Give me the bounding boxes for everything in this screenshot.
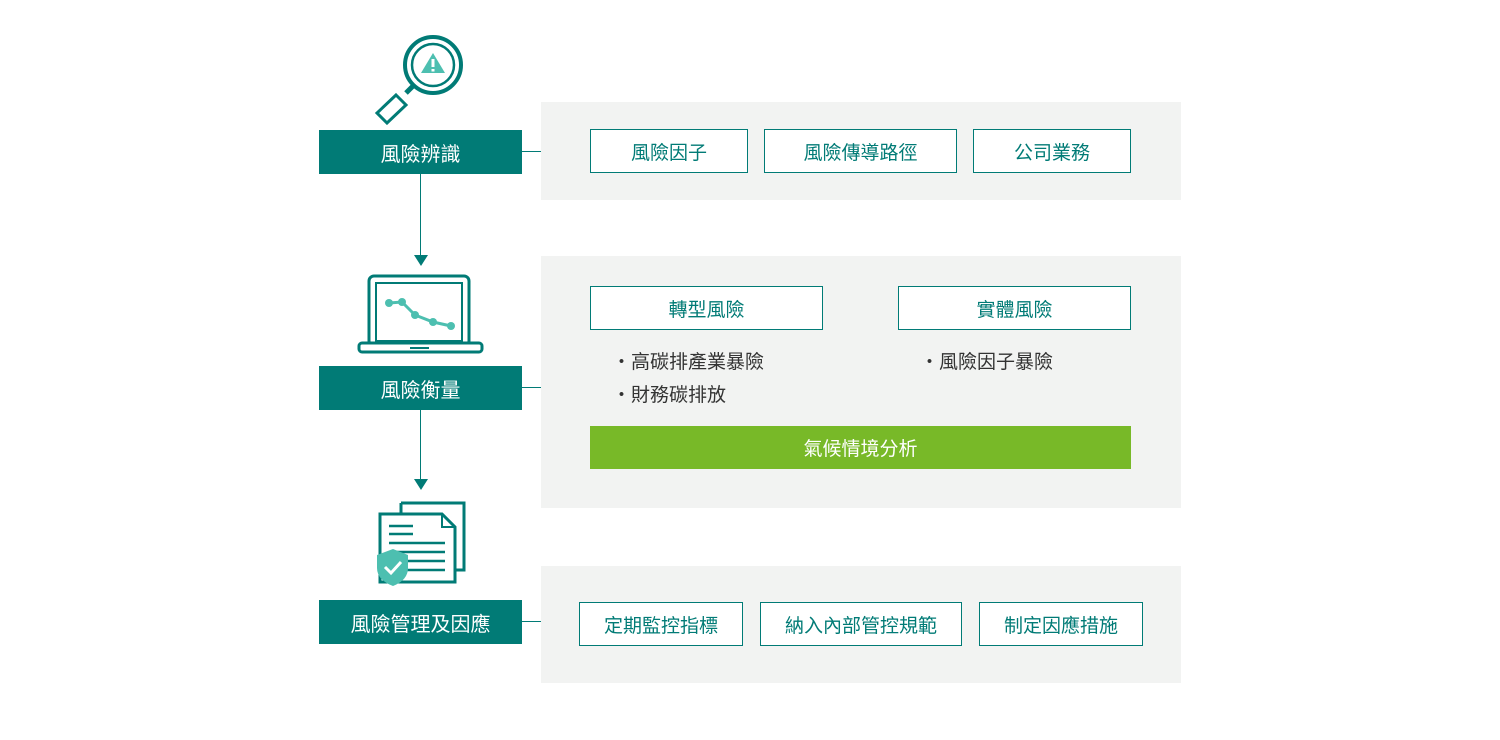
connector-line — [522, 151, 541, 152]
step-risk-measurement: 風險衡量 — [319, 366, 522, 410]
item-monitor-indicators: 定期監控指標 — [579, 602, 743, 646]
laptop-chart-icon — [357, 274, 484, 354]
bullet-item: ・風險因子暴險 — [920, 351, 1054, 373]
item-internal-control: 納入內部管控規範 — [760, 602, 962, 646]
magnifier-warning-icon — [374, 35, 463, 125]
climate-scenario-analysis-bar: 氣候情境分析 — [590, 426, 1131, 469]
flow-line — [420, 174, 421, 256]
item-response-measures: 制定因應措施 — [979, 602, 1143, 646]
arrow-down-icon — [414, 255, 428, 266]
arrow-down-icon — [414, 479, 428, 490]
item-risk-transmission-path: 風險傳導路徑 — [764, 129, 957, 173]
connector-line — [522, 621, 541, 622]
flow-line — [420, 409, 421, 480]
step-risk-identification: 風險辨識 — [319, 130, 522, 174]
bullet-item: ・財務碳排放 — [612, 384, 727, 406]
connector-line — [522, 387, 541, 388]
step-risk-management: 風險管理及因應 — [319, 600, 522, 644]
identification-panel: 風險因子 風險傳導路徑 公司業務 — [541, 102, 1181, 200]
management-panel: 定期監控指標 納入內部管控規範 制定因應措施 — [541, 566, 1181, 683]
item-risk-factor: 風險因子 — [590, 129, 748, 173]
category-physical-risk: 實體風險 — [898, 286, 1131, 330]
category-transition-risk: 轉型風險 — [590, 286, 823, 330]
item-company-business: 公司業務 — [973, 129, 1131, 173]
bullet-item: ・高碳排產業暴險 — [612, 351, 765, 373]
documents-shield-icon — [377, 501, 466, 586]
